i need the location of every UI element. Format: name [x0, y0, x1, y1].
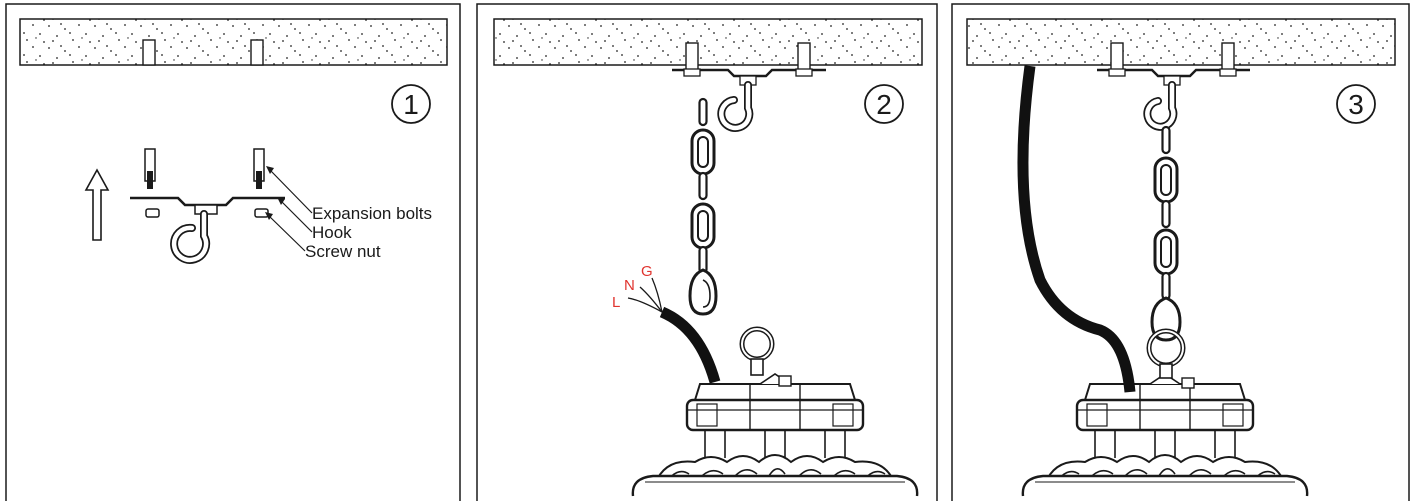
- expansion-bolts-label: Expansion bolts: [312, 204, 432, 223]
- hook-label: Hook: [312, 223, 352, 242]
- drill-hole: [250, 39, 264, 66]
- panel-3: 3: [951, 3, 1410, 501]
- screw-nut-icon: [145, 208, 160, 218]
- wire-label-g: G: [641, 263, 653, 280]
- ceiling-slab: [19, 18, 448, 66]
- step-badge: [864, 84, 904, 124]
- expansion-bolt: [144, 148, 156, 189]
- step-number: 2: [876, 89, 892, 120]
- wire-l: [627, 297, 663, 313]
- expansion-bolt: [253, 148, 265, 189]
- power-cable: [659, 306, 721, 384]
- screw-nut-icon: [795, 68, 813, 77]
- expansion-bolt: [1221, 42, 1235, 72]
- screw-nut-icon: [1219, 68, 1237, 77]
- wire-n: [639, 286, 663, 313]
- wire-label-l: L: [612, 294, 620, 311]
- screw-nut-label: Screw nut: [305, 242, 381, 261]
- up-arrow-icon: [84, 168, 110, 241]
- expansion-bolt: [797, 42, 811, 72]
- screw-nut-icon: [1108, 68, 1126, 77]
- step-number: 1: [403, 89, 419, 120]
- screw-nut-icon: [683, 68, 701, 77]
- leader-line: [267, 214, 306, 252]
- step-number: 3: [1348, 89, 1364, 120]
- drill-hole: [142, 39, 156, 66]
- panel-1: 1 Expansion bolts Hook Screw nut: [5, 3, 461, 501]
- ceiling-slab: [493, 18, 923, 66]
- power-cable: [1017, 65, 1136, 393]
- panel-frame: [5, 3, 461, 501]
- panel-2: 2 L N G: [476, 3, 938, 501]
- wire-g: [651, 277, 663, 313]
- leader-line: [269, 169, 313, 214]
- expansion-bolt: [1110, 42, 1124, 72]
- step-badge: [1336, 84, 1376, 124]
- leader-line: [279, 199, 313, 233]
- ceiling-slab: [966, 18, 1396, 66]
- step-badge: [391, 84, 431, 124]
- wire-label-n: N: [624, 277, 635, 294]
- carabiner-icon: [1150, 296, 1182, 342]
- expansion-bolt: [685, 42, 699, 72]
